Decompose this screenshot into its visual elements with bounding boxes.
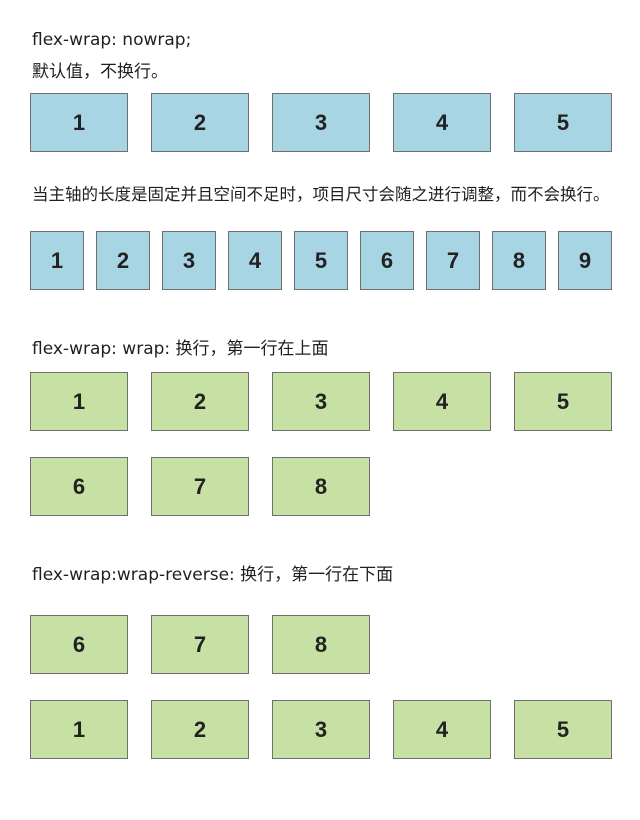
flex-item-7: 7	[426, 231, 480, 290]
flex-item-5: 5	[514, 700, 612, 759]
flex-item-6: 6	[30, 615, 128, 674]
flex-item-1: 1	[30, 93, 128, 152]
flex-item-7: 7	[151, 615, 249, 674]
flex-item-6: 6	[30, 457, 128, 516]
flex-item-2: 2	[96, 231, 150, 290]
flex-item-2: 2	[151, 372, 249, 431]
flex-item-8: 8	[272, 457, 370, 516]
flex-item-3: 3	[272, 372, 370, 431]
nowrap-subtitle: 默认值，不换行。	[32, 62, 168, 82]
flex-item-6: 6	[360, 231, 414, 290]
flex-item-7: 7	[151, 457, 249, 516]
nowrap-shrink-note: 当主轴的长度是固定并且空间不足时，项目尺寸会随之进行调整，而不会换行。	[32, 185, 610, 204]
flex-item-8: 8	[492, 231, 546, 290]
flex-item-3: 3	[272, 93, 370, 152]
flex-item-4: 4	[393, 372, 491, 431]
flex-item-1: 1	[30, 231, 84, 290]
flex-item-9: 9	[558, 231, 612, 290]
flex-item-5: 5	[514, 372, 612, 431]
flex-item-3: 3	[162, 231, 216, 290]
flex-item-1: 1	[30, 372, 128, 431]
flex-item-1: 1	[30, 700, 128, 759]
wrap-reverse-title: flex-wrap:wrap-reverse: 换行，第一行在下面	[32, 565, 394, 585]
flex-item-3: 3	[272, 700, 370, 759]
flex-item-5: 5	[294, 231, 348, 290]
wrap-title: flex-wrap: wrap: 换行，第一行在上面	[32, 339, 329, 359]
flex-item-2: 2	[151, 93, 249, 152]
nowrap-title: flex-wrap: nowrap;	[32, 30, 192, 50]
flex-item-4: 4	[228, 231, 282, 290]
flex-item-2: 2	[151, 700, 249, 759]
flex-item-4: 4	[393, 93, 491, 152]
flex-item-4: 4	[393, 700, 491, 759]
flex-item-8: 8	[272, 615, 370, 674]
flex-item-5: 5	[514, 93, 612, 152]
